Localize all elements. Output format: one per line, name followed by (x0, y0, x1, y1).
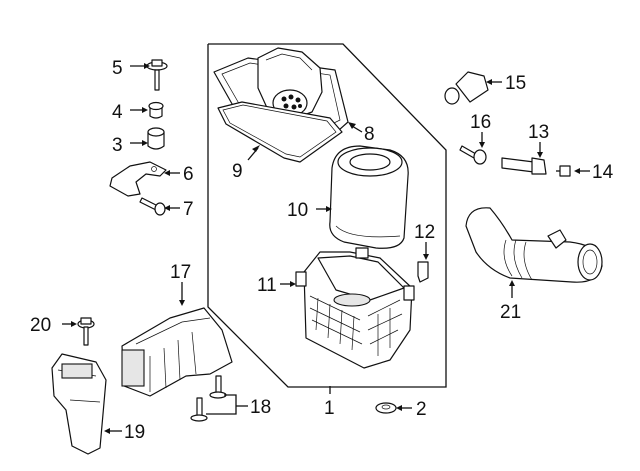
clip-12-part (417, 261, 429, 283)
callout-3: 3 (112, 135, 123, 156)
callout-labels: 5 4 3 6 7 8 9 10 11 12 1 2 13 14 15 16 1… (30, 58, 614, 443)
callout-15: 15 (505, 73, 526, 94)
inlet-duct-part (121, 307, 233, 397)
callout-17: 17 (170, 262, 191, 283)
callout-20: 20 (30, 315, 51, 336)
callout-10: 10 (287, 200, 308, 221)
callout-14: 14 (592, 162, 614, 183)
callout-12: 12 (414, 222, 435, 243)
resonator-part (51, 353, 107, 455)
callout-16: 16 (470, 112, 491, 133)
lower-housing-part (295, 247, 415, 369)
stud-part (190, 375, 227, 422)
cap-part (444, 71, 489, 105)
bolt-20-part (77, 317, 95, 346)
leader-lines (62, 63, 590, 434)
seal-part (217, 101, 343, 163)
bolt-5-part (146, 59, 168, 91)
callout-7: 7 (183, 199, 194, 220)
callout-11: 11 (257, 275, 277, 296)
callout-13: 13 (528, 122, 549, 143)
callout-19: 19 (124, 422, 145, 443)
callout-9: 9 (232, 161, 243, 182)
filter-element-part (329, 145, 409, 249)
outlet-tube-part (465, 207, 603, 283)
bolt-7-part (139, 197, 166, 216)
callout-2: 2 (416, 399, 427, 420)
callout-4: 4 (112, 102, 123, 123)
callout-1: 1 (324, 398, 335, 419)
bracket-part (109, 161, 167, 197)
callout-18: 18 (250, 397, 271, 418)
callout-5: 5 (112, 58, 123, 79)
bushing-part (148, 101, 164, 119)
bolt-16-part (459, 145, 487, 165)
callout-21: 21 (500, 302, 521, 323)
grommet-part (375, 402, 397, 414)
insulator-part (147, 127, 165, 150)
clip-14-part (556, 165, 571, 177)
sensor-part (501, 157, 547, 175)
callout-8: 8 (364, 124, 375, 145)
callout-6: 6 (183, 164, 194, 185)
assembly-outline (207, 43, 447, 388)
